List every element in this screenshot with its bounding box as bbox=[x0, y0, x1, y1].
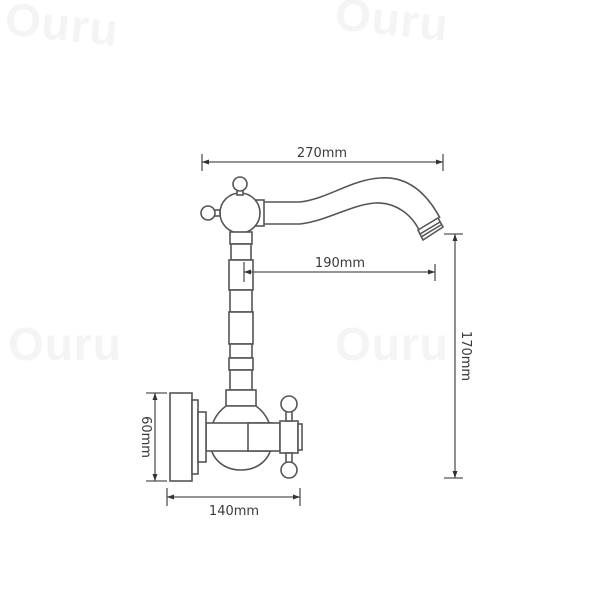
top-valve-body bbox=[219, 192, 261, 234]
mount-height-label: 60mm bbox=[138, 416, 153, 458]
spout-bottom-curve bbox=[262, 202, 421, 233]
watermark-group: Ouru Ouru Ouru Ouru bbox=[3, 0, 452, 370]
dimension-mount-height: 60mm bbox=[138, 392, 167, 482]
aerator-tip bbox=[416, 216, 445, 242]
watermark-top-right: Ouru bbox=[333, 0, 452, 51]
dimension-overall-width: 270mm bbox=[201, 146, 444, 171]
overall-width-label: 270mm bbox=[297, 146, 347, 161]
mount-depth-label: 140mm bbox=[209, 504, 259, 519]
faucet-outline bbox=[169, 176, 445, 482]
spout-top-curve bbox=[262, 177, 441, 219]
spout-reach-label: 190mm bbox=[315, 256, 365, 271]
dimension-mount-depth: 140mm bbox=[166, 488, 301, 519]
column bbox=[225, 231, 257, 407]
watermark-mid-right: Ouru bbox=[335, 318, 449, 370]
side-cross-handle bbox=[279, 395, 303, 479]
pipe-joint bbox=[247, 422, 281, 452]
dimension-height: 170mm bbox=[444, 233, 473, 479]
height-label: 170mm bbox=[458, 331, 473, 381]
top-knob-icon bbox=[232, 176, 248, 192]
wall-flange bbox=[169, 392, 207, 482]
watermark-mid-left: Ouru bbox=[8, 318, 122, 370]
dimension-spout-reach: 190mm bbox=[243, 256, 436, 282]
left-knob-icon bbox=[200, 205, 216, 221]
watermark-top-left: Ouru bbox=[3, 0, 122, 56]
